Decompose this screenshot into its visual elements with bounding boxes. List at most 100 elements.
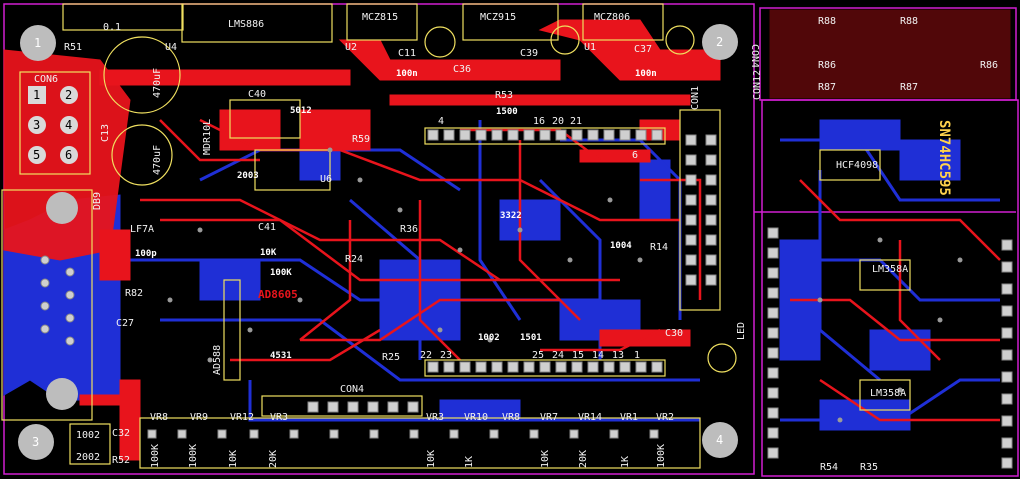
mdr10l-label: MDR10L: [202, 119, 213, 155]
r54-label: R54: [820, 462, 838, 473]
mcz815-label: MCZ815: [362, 12, 398, 23]
vr-label-2: VR12: [230, 412, 254, 423]
value-1004: 1004: [610, 241, 632, 251]
r36-label: R36: [400, 224, 418, 235]
c37-label: C37: [634, 44, 652, 55]
con6-pin-5: 5: [33, 148, 40, 162]
vr-value-5: 1K: [464, 456, 475, 468]
vr-value-1: 100K: [188, 444, 199, 468]
u4-label: U4: [165, 42, 177, 53]
vr-pins: [147, 429, 659, 439]
bh-num-1: 1: [634, 350, 640, 361]
r52-label: R52: [112, 455, 130, 466]
c12-value: 470uF: [152, 68, 163, 98]
mount-hole-1-label: 1: [34, 36, 41, 50]
vr-label-3: VR3: [270, 412, 288, 423]
value-2002: 2002: [76, 452, 100, 463]
r86b-label: R86: [980, 60, 998, 71]
lms886-label: LMS886: [228, 19, 264, 30]
c01-label: 1002: [76, 430, 100, 441]
c41-label: C41: [258, 222, 276, 233]
right-module-labels: R88 R88 R87 R87 R86 R86 R54 R35: [818, 16, 998, 473]
vr-value-0: 100K: [150, 444, 161, 468]
r53-label: R53: [495, 90, 513, 101]
header-num-4: 4: [438, 116, 444, 127]
lf7a-label: LF7A: [130, 224, 154, 235]
vr-label-8: VR14: [578, 412, 602, 423]
mount-hole-4-label: 4: [716, 433, 723, 447]
value-2003: 2003: [237, 171, 259, 181]
r24-label: R24: [345, 254, 363, 265]
vr-label-5: VR10: [464, 412, 488, 423]
vr-value-8: 1K: [620, 456, 631, 468]
bh-num-14: 14: [592, 350, 604, 361]
value-100k: 100K: [270, 268, 292, 278]
vr-label-1: VR9: [190, 412, 208, 423]
bottom-header-numbers: 22 23 25 24 15 14 13 1: [420, 350, 640, 361]
sn74-label: SN74HC595: [936, 120, 952, 196]
mcz915-label: MCZ915: [480, 12, 516, 23]
header-num-6: 6: [632, 150, 638, 161]
hcf4098-label: HCF4098: [836, 160, 878, 171]
con4-bottom-pins: [307, 401, 419, 413]
value-4531: 4531: [270, 351, 292, 361]
lm358a-a-label: LM358A: [872, 264, 908, 275]
mounting-holes: [18, 24, 738, 460]
bh-num-15: 15: [572, 350, 584, 361]
bh-num-13: 13: [612, 350, 624, 361]
con6-pin-6: 6: [65, 148, 72, 162]
c30-label: C30: [665, 328, 683, 339]
value-3322: 3322: [500, 211, 522, 221]
con6-pin-3: 3: [33, 118, 40, 132]
value-100p: 100p: [135, 249, 157, 259]
c39-label: C39: [520, 48, 538, 59]
u6-label: U6: [320, 174, 332, 185]
r82-label: R82: [125, 288, 143, 299]
header-num-21: 21: [570, 116, 582, 127]
db9-label: DB9: [92, 192, 103, 210]
trim-pots: VR8 VR9 VR12 VR3 VR3 VR10 VR8 VR7 VR14 V…: [150, 412, 674, 468]
con6-pin-4: 4: [65, 118, 72, 132]
pads: [40, 129, 1013, 469]
r35-label: R35: [860, 462, 878, 473]
r88-label: R88: [818, 16, 836, 27]
value-1500: 1500: [496, 107, 518, 117]
mount-hole-2-label: 2: [716, 35, 723, 49]
value-1002: 1002: [478, 333, 500, 343]
r59-label: R59: [352, 134, 370, 145]
c27-label: C27: [116, 318, 134, 329]
vr-value-3: 20K: [268, 450, 279, 468]
u2-label: U2: [345, 42, 357, 53]
vr-value-2: 10K: [228, 450, 239, 468]
bh-num-24: 24: [552, 350, 564, 361]
ad588-label: AD588: [212, 345, 223, 375]
bottom-header-pins: [427, 361, 663, 373]
c13-label: C13: [100, 124, 111, 142]
con13-label: CON1: [690, 86, 701, 110]
con6-label: CON6: [34, 74, 58, 85]
header-num-20: 20: [552, 116, 564, 127]
value-0-1: 0.1: [103, 22, 121, 33]
ad8605-label: AD8605: [258, 288, 298, 301]
bh-num-22: 22: [420, 350, 432, 361]
c32-label: C32: [112, 428, 130, 439]
r51-label: R51: [64, 42, 82, 53]
vr-label-7: VR7: [540, 412, 558, 423]
silkscreen-outlines: [1, 3, 911, 469]
bh-num-25: 25: [532, 350, 544, 361]
value-1501: 1501: [520, 333, 542, 343]
c40-label: C40: [248, 89, 266, 100]
con6-pin-labels: 1 2 3 4 5 6: [33, 88, 72, 162]
r14-label: R14: [650, 242, 668, 253]
vr-label-9: VR1: [620, 412, 638, 423]
vr-value-9: 100K: [656, 444, 667, 468]
mount-hole-3-label: 3: [32, 435, 39, 449]
vias: [167, 147, 963, 423]
mount-hole-labels: 1 2 3 4: [32, 35, 723, 449]
con6-pin-2: 2: [65, 88, 72, 102]
c36-label: C36: [453, 64, 471, 75]
con4-bottom-label: CON4: [340, 384, 364, 395]
designator-labels: CON6 0.1 R51 U4 LMS886 U2 MCZ815 MCZ915 …: [34, 12, 683, 466]
con12-label: CON12: [752, 70, 763, 100]
